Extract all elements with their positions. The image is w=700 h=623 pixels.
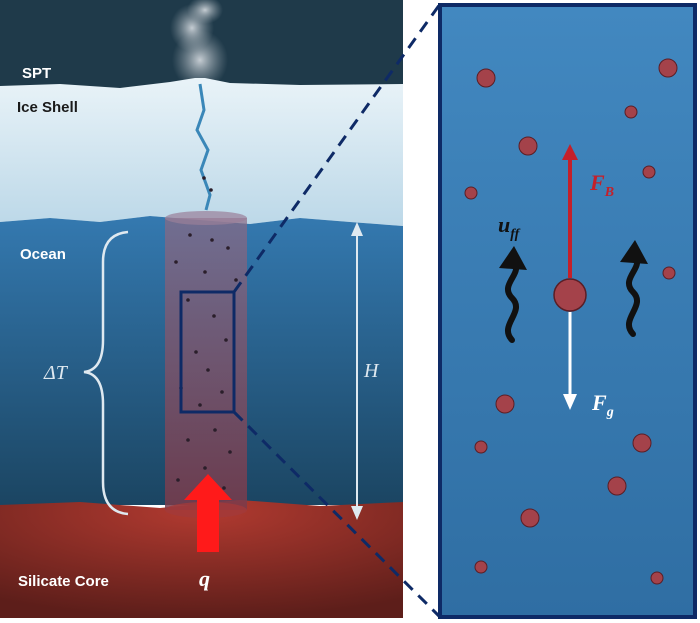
inset-particle (632, 433, 652, 453)
inset-particle (642, 165, 656, 179)
gravity-label: Fg (591, 390, 614, 420)
zoom-connector-bottom (232, 410, 442, 619)
plume-particle (224, 338, 228, 342)
heat-flux-label: q (199, 566, 210, 591)
wavy-up-arrow-icon (620, 240, 648, 337)
plume-particle (203, 466, 207, 470)
buoyancy-arrow (562, 144, 578, 160)
inset-particles (464, 58, 678, 585)
plume-particle (210, 238, 214, 242)
delta-t-label: ΔT (43, 362, 69, 384)
plume-particle (234, 278, 238, 282)
inset-particle (662, 266, 676, 280)
plume-particle (202, 176, 206, 180)
plume-particle (203, 270, 207, 274)
plume-particle (222, 486, 226, 490)
cross-section-panel: ΔT H q SPT Ice Shell Ocean Silicate Core (0, 0, 403, 618)
inset-particle (624, 105, 638, 119)
plume-particle (206, 368, 210, 372)
ocean-label: Ocean (20, 246, 66, 263)
plume-particle (209, 188, 213, 192)
plume-particle (176, 478, 180, 482)
height-label: H (363, 360, 380, 382)
inset-particle (464, 186, 478, 200)
plume-particle (198, 403, 202, 407)
inset-particle (607, 476, 627, 496)
central-particle (553, 278, 587, 312)
inset-particle (474, 440, 488, 454)
plume-particle (228, 450, 232, 454)
inset-particle (474, 560, 488, 574)
ice-shell-label: Ice Shell (17, 99, 78, 116)
steam-plume-icon (170, 0, 228, 90)
plume-particle (213, 428, 217, 432)
inset-panel: FB Fg uff (438, 3, 697, 619)
plume-particle (226, 246, 230, 250)
silicate-core-region (0, 500, 403, 618)
ice-crack (195, 83, 212, 211)
plume-particle (186, 438, 190, 442)
inset-particle (520, 508, 540, 528)
delta-t-brace (83, 230, 129, 516)
heat-flux-arrow-icon (184, 474, 232, 552)
inset-particle (476, 68, 496, 88)
inset-particle (518, 136, 538, 156)
plume-particle (194, 350, 198, 354)
ice-shell (0, 78, 403, 226)
plume-particle (188, 233, 192, 237)
plume-particle (212, 314, 216, 318)
inset-particle (495, 394, 515, 414)
gravity-arrow (563, 394, 577, 410)
plume-particle (220, 390, 224, 394)
inset-particle (650, 571, 664, 585)
spt-label: SPT (22, 65, 51, 82)
inset-particle (658, 58, 678, 78)
freefall-label: uff (498, 212, 521, 242)
height-arrow (351, 222, 363, 520)
inset-highlight-box (179, 290, 236, 414)
silicate-core-label: Silicate Core (18, 573, 109, 590)
wavy-up-arrow-icon (499, 246, 527, 343)
buoyancy-label: FB (589, 170, 614, 200)
plume-particle (186, 298, 190, 302)
plume-particle (174, 260, 178, 264)
